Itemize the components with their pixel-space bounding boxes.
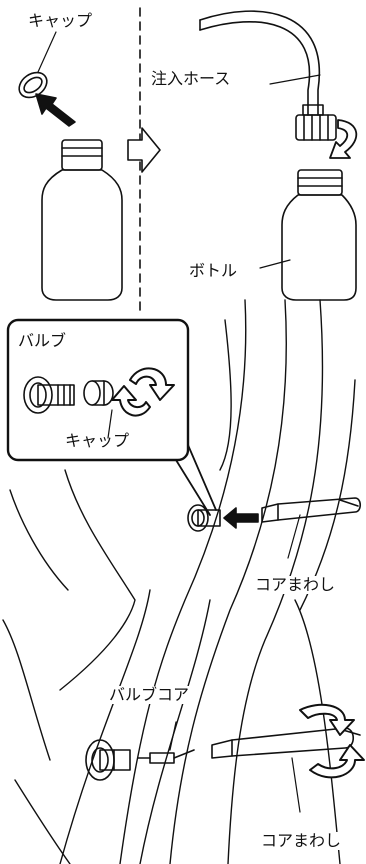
label-core-wrench-1: コアまわし [254, 575, 337, 594]
push-arrow-icon [35, 93, 76, 127]
valve-core-icon [137, 721, 195, 764]
valve-mid-icon [187, 504, 221, 532]
label-cap-inset: キャップ [65, 431, 130, 450]
rotate-arrow-icon [111, 367, 175, 417]
label-valve-core: バルブコア [108, 685, 191, 704]
label-valve: バルブ [18, 331, 67, 350]
bottle-left-icon [41, 139, 123, 301]
label-core-wrench-2: コアまわし [260, 831, 343, 850]
core-wrench-2-icon [211, 703, 365, 813]
label-injection-hose: 注入ホース [150, 69, 232, 88]
push-arrow-icon [223, 507, 259, 529]
cap-icon [83, 380, 114, 439]
bottle-right-icon [259, 169, 357, 301]
label-bottle: ボトル [188, 261, 239, 280]
valve-icon [23, 376, 75, 414]
core-wrench-icon [261, 497, 362, 559]
valve-bottom-icon [85, 739, 131, 781]
label-cap-top: キャップ [28, 11, 93, 30]
injection-hose-icon [199, 10, 337, 141]
rotate-arrow-icon [329, 119, 358, 159]
right-arrow-icon [127, 127, 161, 173]
